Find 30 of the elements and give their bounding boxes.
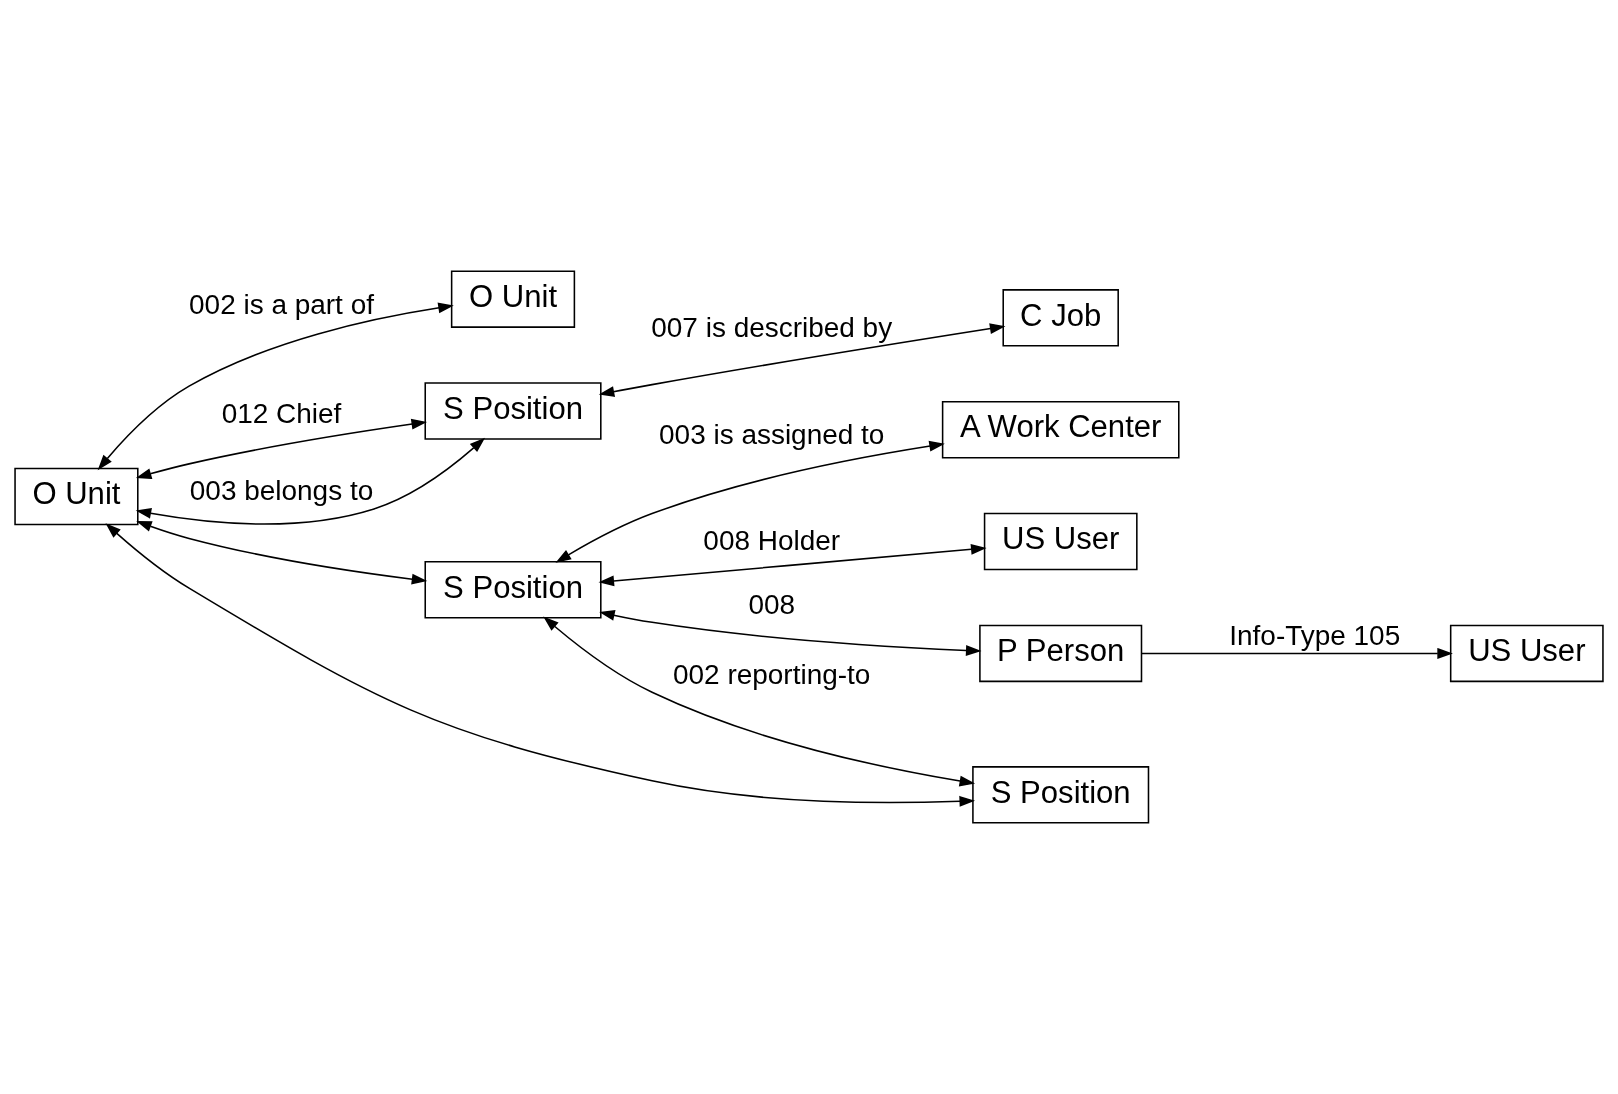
edge-label: 003 belongs to	[189, 475, 374, 507]
arrow	[598, 543, 987, 587]
arrow	[135, 418, 427, 479]
edge-label: 008	[748, 588, 796, 620]
arrow	[136, 521, 428, 585]
node-box: S Position	[424, 382, 602, 440]
node-box: S Position	[972, 766, 1150, 824]
edge-label: 002 reporting-to	[673, 658, 871, 690]
node-box: US User	[983, 512, 1138, 571]
node-box: A Work Center	[941, 400, 1180, 459]
arrow	[97, 302, 454, 471]
arrow	[105, 523, 975, 807]
node-box: O Unit	[450, 270, 576, 328]
arrow	[598, 323, 1006, 397]
edge-label: 003 is assigned to	[659, 419, 885, 451]
edge-label: 008 Holder	[703, 524, 841, 556]
arrow	[135, 437, 486, 525]
edge-label: Info-Type 105	[1229, 619, 1401, 651]
node-box: S Position	[424, 561, 602, 619]
node-box: US User	[1449, 624, 1604, 683]
node-box: P Person	[979, 624, 1143, 683]
arrow	[543, 616, 976, 787]
arrow	[1141, 648, 1453, 659]
edge-label: 012 Chief	[221, 397, 342, 429]
edge-label: 002 is a part of	[189, 288, 374, 320]
arrow	[555, 440, 945, 563]
node-box: C Job	[1002, 289, 1119, 347]
edge-label: 007 is described by	[651, 312, 893, 344]
node-box: O Unit	[14, 467, 139, 526]
arrow	[599, 610, 982, 656]
